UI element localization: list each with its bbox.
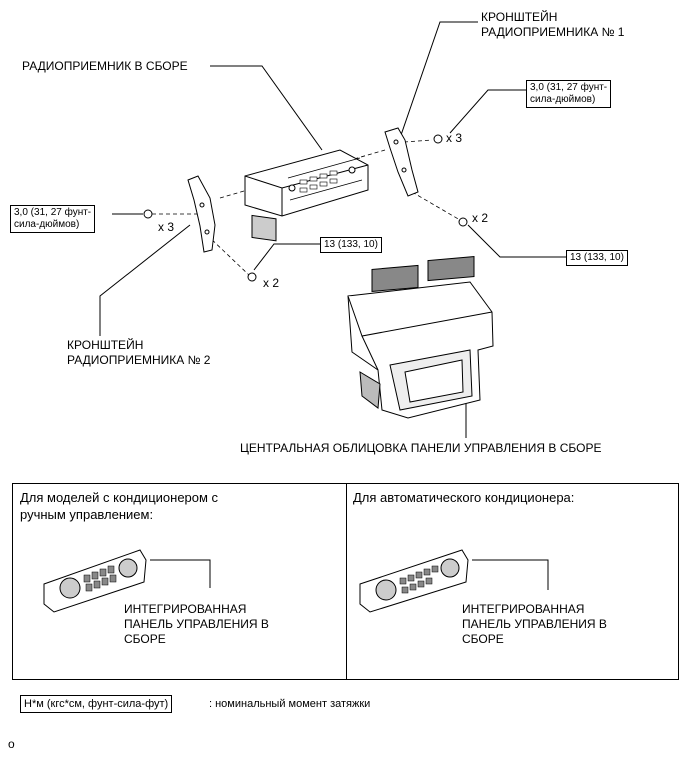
footer-mark: o <box>8 737 15 751</box>
part-label-line: СБОРЕ <box>124 632 166 646</box>
bracket-2-label-line2: РАДИОПРИЕМНИКА № 2 <box>67 353 211 367</box>
left-screw-torque-box: 3,0 (31, 27 фунт- сила-дюймов) <box>10 205 96 233</box>
part-label-line: ПАНЕЛЬ УПРАВЛЕНИЯ В <box>462 617 607 631</box>
bracket-1-label-line1: КРОНШТЕЙН <box>481 10 558 24</box>
screw-icon <box>143 209 153 219</box>
manual-ac-part-label: ИНТЕГРИРОВАННАЯ ПАНЕЛЬ УПРАВЛЕНИЯ В СБОР… <box>124 602 269 647</box>
bracket-2-label: КРОНШТЕЙН РАДИОПРИЕМНИКА № 2 <box>67 338 210 368</box>
center-bezel-drawing <box>347 255 494 419</box>
variant-panels-frame <box>12 483 679 680</box>
auto-ac-part-label: ИНТЕГРИРОВАННАЯ ПАНЕЛЬ УПРАВЛЕНИЯ В СБОР… <box>462 602 607 647</box>
torque-unit-legend-description: : номинальный момент затяжки <box>209 698 371 710</box>
left-bolt-torque-box: 13 (133, 10) <box>320 237 382 253</box>
bolt-icon <box>458 217 468 227</box>
torque-unit-legend-box: Н*м (кгс*см, фунт-сила-фут) <box>20 695 173 713</box>
assembly-line-right <box>411 191 461 221</box>
bracket-1-label-line2: РАДИОПРИЕМНИКА № 1 <box>481 25 625 39</box>
manual-ac-panel-title: Для моделей с кондиционером с ручным упр… <box>20 489 218 523</box>
radio-assembly-label: РАДИОПРИЕМНИК В СБОРЕ <box>22 59 188 73</box>
leader-radio-assembly <box>210 65 323 151</box>
bolt-icon <box>247 272 257 282</box>
panel-title-line: Для автоматического кондиционера: <box>353 490 575 505</box>
panel-title-line: Для моделей с кондиционером с <box>20 490 219 505</box>
panel-title-line: ручным управлением: <box>20 507 154 522</box>
right-screw-torque-box: 3,0 (31, 27 фунт- сила-дюймов) <box>526 80 612 108</box>
torque-line: сила-дюймов) <box>14 219 80 230</box>
screw-icon <box>433 134 443 144</box>
part-label-line: СБОРЕ <box>462 632 504 646</box>
leader-left-bolt-torque <box>253 243 320 271</box>
left-screw-quantity: x 3 <box>158 220 175 234</box>
torque-line: 3,0 (31, 27 фунт- <box>530 82 608 93</box>
left-bolt-quantity: x 2 <box>263 276 280 290</box>
bracket-2-drawing <box>187 175 216 253</box>
variant-panel-divider <box>346 483 347 680</box>
assembly-line-right-screw <box>403 139 433 143</box>
auto-ac-control-panel-drawing <box>359 549 549 613</box>
right-bolt-torque-box: 13 (133, 10) <box>566 250 628 266</box>
manual-ac-control-panel-drawing <box>43 549 211 613</box>
leader-bracket-1 <box>399 21 478 139</box>
bracket-1-label: КРОНШТЕЙН РАДИОПРИЕМНИКА № 1 <box>481 10 624 40</box>
part-label-line: ИНТЕГРИРОВАННАЯ <box>124 602 247 616</box>
right-bolt-quantity: x 2 <box>472 211 489 225</box>
leader-right-bolt-torque <box>467 224 566 258</box>
auto-ac-panel-title: Для автоматического кондиционера: <box>353 489 574 506</box>
torque-line: 3,0 (31, 27 фунт- <box>14 207 92 218</box>
assembly-line-lower-left <box>206 234 251 277</box>
center-bezel-label: ЦЕНТРАЛЬНАЯ ОБЛИЦОВКА ПАНЕЛИ УПРАВЛЕНИЯ … <box>240 441 602 455</box>
torque-line: сила-дюймов) <box>530 94 596 105</box>
part-label-line: ПАНЕЛЬ УПРАВЛЕНИЯ В <box>124 617 269 631</box>
radio-assembly-drawing <box>244 149 369 242</box>
bracket-2-label-line1: КРОНШТЕЙН <box>67 338 144 352</box>
part-label-line: ИНТЕГРИРОВАННАЯ <box>462 602 585 616</box>
right-screw-quantity: x 3 <box>446 131 463 145</box>
leader-right-screw-torque <box>449 89 526 134</box>
leader-bracket-2 <box>99 224 191 336</box>
bracket-1-drawing <box>384 127 419 197</box>
